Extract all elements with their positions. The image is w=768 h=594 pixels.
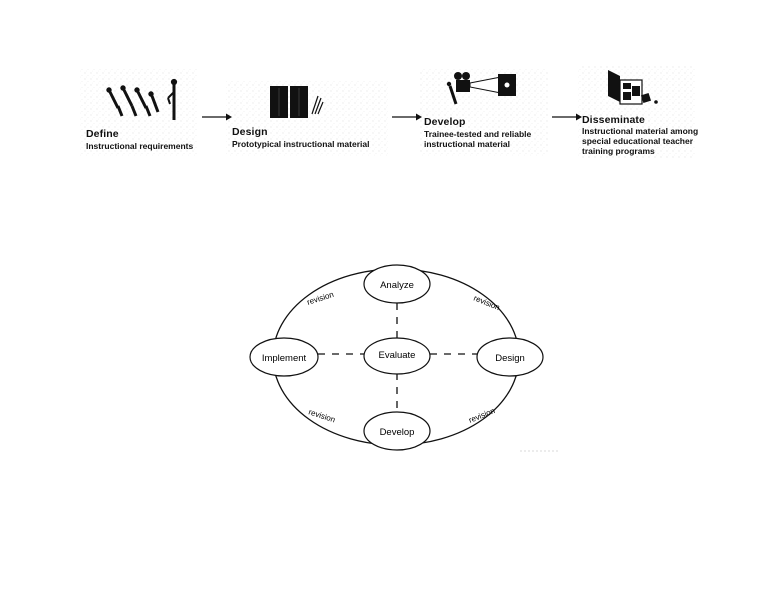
revision-label-bottom-right: revision bbox=[467, 406, 496, 425]
arrow-define-to-design bbox=[202, 113, 232, 121]
node-analyze-label: Analyze bbox=[380, 280, 414, 291]
arrow-develop-to-disseminate bbox=[552, 113, 582, 121]
node-evaluate-label: Evaluate bbox=[379, 350, 416, 361]
revision-label-top-left: revision bbox=[306, 290, 335, 307]
define-title: Define bbox=[86, 128, 119, 140]
design-title: Design bbox=[232, 126, 268, 138]
node-develop: Develop bbox=[363, 411, 431, 451]
disseminate-description-line-3: training programs bbox=[582, 146, 655, 156]
camera-projector-icon bbox=[446, 72, 516, 105]
node-implement-label: Implement bbox=[262, 353, 307, 364]
disseminate-description-line-1: Instructional material among bbox=[582, 126, 699, 136]
disseminate-title: Disseminate bbox=[582, 114, 645, 126]
node-design-label: Design bbox=[495, 353, 525, 364]
package-materials-icon bbox=[608, 70, 658, 105]
document-panels-icon bbox=[270, 86, 324, 118]
four-d-process-figure: Define Instructional requirements Design… bbox=[0, 0, 768, 170]
node-implement: Implement bbox=[249, 337, 319, 377]
arrow-design-to-develop bbox=[392, 113, 422, 121]
design-description: Prototypical instructional material bbox=[232, 139, 370, 149]
node-evaluate: Evaluate bbox=[363, 337, 431, 375]
develop-title: Develop bbox=[424, 116, 466, 128]
define-description: Instructional requirements bbox=[86, 141, 194, 151]
revision-label-top-right: revision bbox=[472, 294, 501, 313]
people-with-instructor-icon bbox=[106, 78, 178, 120]
node-design: Design bbox=[476, 337, 544, 377]
node-analyze: Analyze bbox=[363, 264, 431, 304]
node-develop-label: Develop bbox=[380, 427, 415, 438]
disseminate-description-line-2: special educational teacher bbox=[582, 136, 694, 146]
develop-description-line-1: Trainee-tested and reliable bbox=[424, 129, 532, 139]
develop-description-line-2: instructional material bbox=[424, 139, 510, 149]
